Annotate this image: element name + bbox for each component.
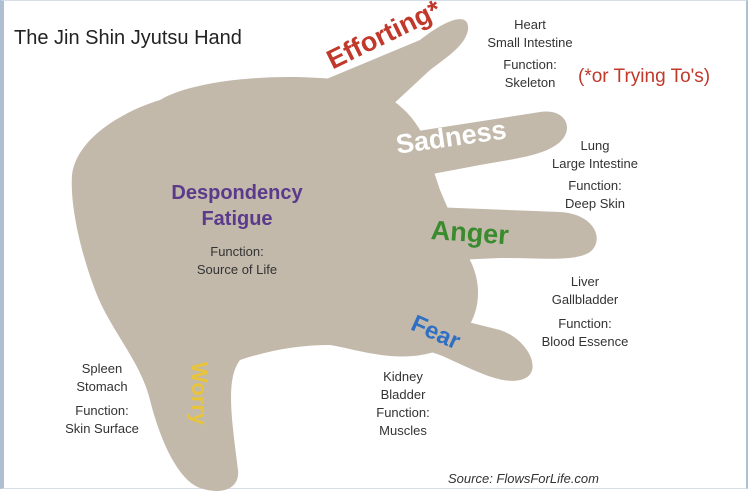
fatigue-text: Fatigue (162, 206, 312, 232)
organ-bladder: Bladder (358, 386, 448, 404)
function-skin-surface: Skin Surface (52, 420, 152, 438)
organ-spleen: Spleen (52, 360, 152, 378)
organ-kidney: Kidney (358, 368, 448, 386)
organ-liver: Liver (530, 273, 640, 291)
function-label: Function: (540, 177, 650, 195)
function-deep-skin: Deep Skin (540, 195, 650, 213)
anger-label: Anger (430, 215, 510, 251)
function-label: Function: (358, 404, 448, 422)
lung-li-info: Lung Large Intestine Function: Deep Skin (540, 137, 650, 213)
function-label: Function: (530, 315, 640, 333)
liver-gb-info: Liver Gallbladder Function: Blood Essenc… (530, 273, 640, 351)
palm-function-info: Function: Source of Life (182, 243, 292, 279)
function-label: Function: (182, 243, 292, 261)
organ-small-intestine: Small Intestine (480, 34, 580, 52)
function-muscles: Muscles (358, 422, 448, 440)
heart-si-info: Heart Small Intestine Function: Skeleton (480, 16, 580, 92)
function-label: Function: (52, 402, 152, 420)
despondency-label: Despondency Fatigue (162, 180, 312, 232)
organ-lung: Lung (540, 137, 650, 155)
kidney-bladder-info: Kidney Bladder Function: Muscles (358, 368, 448, 440)
despondency-text: Despondency (162, 180, 312, 206)
source-credit: Source: FlowsForLife.com (448, 471, 599, 486)
function-skeleton: Skeleton (480, 74, 580, 92)
organ-stomach: Stomach (52, 378, 152, 396)
worry-label: Worry (186, 362, 212, 425)
function-source-of-life: Source of Life (182, 261, 292, 279)
function-label: Function: (480, 56, 580, 74)
page-title: The Jin Shin Jyutsu Hand (14, 27, 242, 50)
organ-large-intestine: Large Intestine (540, 155, 650, 173)
efforting-footnote: (*or Trying To's) (578, 66, 710, 88)
organ-heart: Heart (480, 16, 580, 34)
spleen-stomach-info: Spleen Stomach Function: Skin Surface (52, 360, 152, 438)
organ-gallbladder: Gallbladder (530, 291, 640, 309)
function-blood-essence: Blood Essence (530, 333, 640, 351)
